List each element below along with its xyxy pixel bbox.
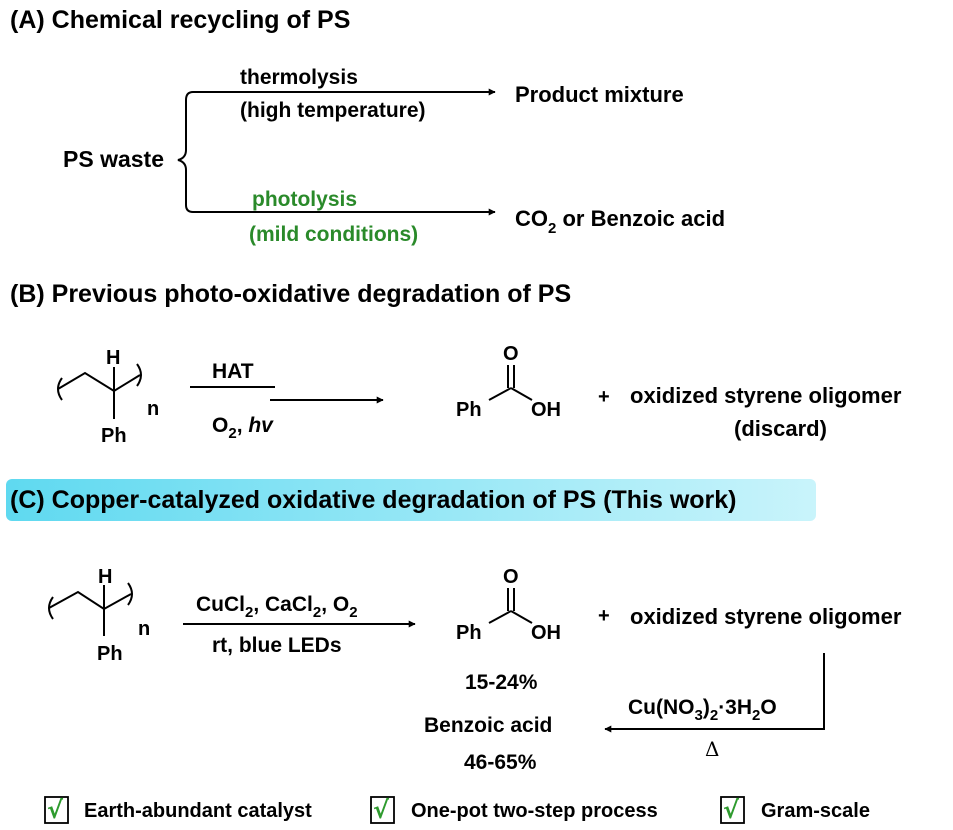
plus-sign-b: +	[598, 386, 610, 408]
hat-label: HAT	[212, 360, 254, 383]
plus-sign-c: +	[598, 605, 610, 627]
check-icon: √	[47, 796, 64, 824]
branch-brace	[177, 91, 194, 213]
feature-one-pot: √ One-pot two-step process	[370, 796, 658, 824]
check-icon: √	[373, 796, 390, 824]
checkbox-icon	[720, 796, 745, 824]
product-mixture-label: Product mixture	[515, 82, 684, 107]
svg-text:O: O	[503, 566, 519, 588]
svg-text:Ph: Ph	[97, 643, 123, 665]
feature-label: Gram-scale	[761, 800, 870, 822]
section-a-title: (A) Chemical recycling of PS	[10, 6, 350, 34]
feature-gram-scale: √ Gram-scale	[720, 796, 870, 824]
yield-46-65: 46-65%	[464, 751, 537, 774]
checkbox-icon	[44, 796, 69, 824]
section-c-title: (C) Copper-catalyzed oxidative degradati…	[10, 486, 737, 514]
benzoic-acid-structure-b: O Ph OH	[456, 343, 561, 421]
high-temperature-label: (high temperature)	[240, 99, 426, 122]
cu-nitrate-label: Cu(NO3)2·3H2O	[628, 696, 777, 724]
discard-note: (discard)	[734, 416, 827, 441]
oxidized-oligomer-b: oxidized styrene oligomer	[630, 383, 902, 408]
benzoic-acid-label: Benzoic acid	[424, 714, 552, 737]
svg-text:OH: OH	[531, 622, 561, 644]
polystyrene-structure-c: H Ph n	[48, 566, 150, 665]
svg-text:Ph: Ph	[456, 399, 482, 421]
svg-text:n: n	[138, 618, 150, 640]
checkbox-icon	[370, 796, 395, 824]
second-step-arrow	[604, 653, 825, 733]
polystyrene-structure-b: H Ph n	[57, 347, 159, 447]
svg-text:Ph: Ph	[456, 622, 482, 644]
feature-label: One-pot two-step process	[411, 800, 658, 822]
oxidized-oligomer-c: oxidized styrene oligomer	[630, 604, 902, 629]
svg-text:O: O	[503, 343, 519, 365]
section-c-highlight	[6, 479, 816, 521]
yield-15-24: 15-24%	[465, 671, 538, 694]
svg-text:n: n	[147, 398, 159, 420]
cucl2-cacl2-o2-label: CuCl2, CaCl2, O2	[196, 593, 358, 621]
feature-label: Earth-abundant catalyst	[84, 800, 312, 822]
rt-blue-leds-label: rt, blue LEDs	[212, 634, 342, 657]
thermolysis-label: thermolysis	[240, 66, 358, 89]
co2-benzoic-acid-label: CO2 or Benzoic acid	[515, 206, 725, 237]
check-icon: √	[723, 796, 740, 824]
photolysis-label: photolysis	[252, 188, 357, 211]
heat-symbol: Δ	[705, 737, 719, 761]
svg-text:H: H	[106, 347, 120, 369]
benzoic-acid-structure-c: O Ph OH	[456, 566, 561, 644]
svg-text:Ph: Ph	[101, 425, 127, 447]
feature-earth-abundant: √ Earth-abundant catalyst	[44, 796, 312, 824]
svg-text:OH: OH	[531, 399, 561, 421]
ps-waste-label: PS waste	[63, 146, 164, 172]
mild-conditions-label: (mild conditions)	[249, 223, 418, 246]
svg-text:H: H	[98, 566, 112, 588]
section-b-title: (B) Previous photo-oxidative degradation…	[10, 280, 571, 308]
o2-hv-label: O2, hv	[212, 414, 274, 442]
